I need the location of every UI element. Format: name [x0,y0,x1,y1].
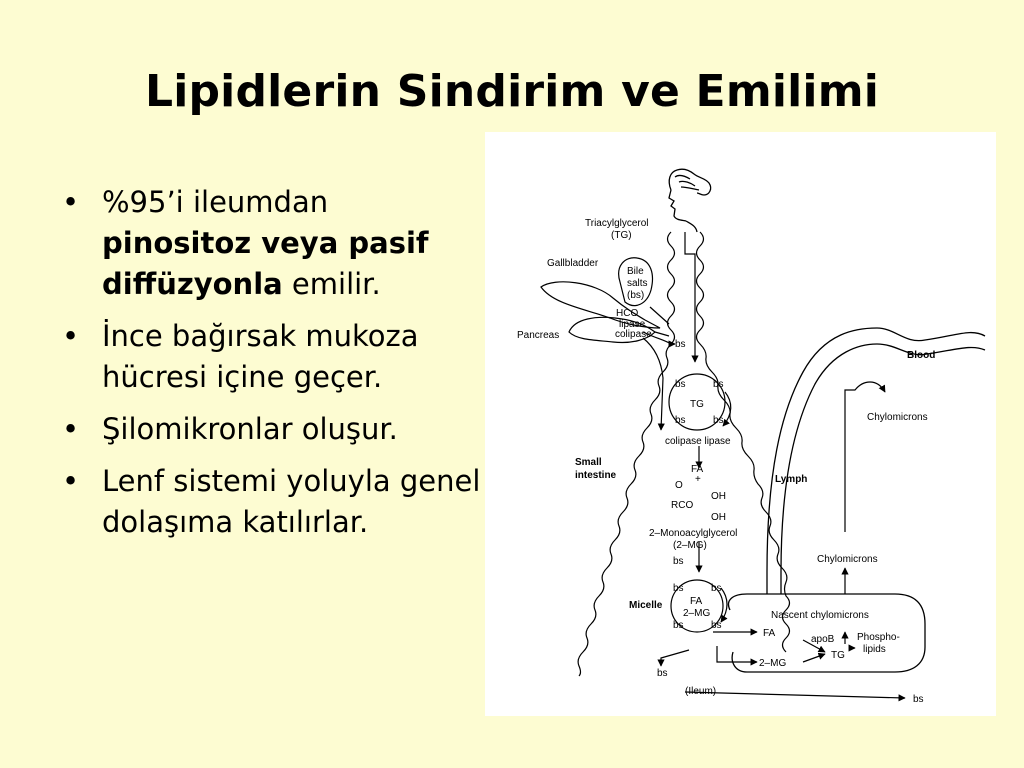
label-oh: OH [711,491,726,502]
label-nascent: Nascent chylomicrons [771,610,869,621]
label-bs: bs [673,556,684,567]
label-lipase: lipase [619,319,646,330]
label-fa: FA [763,628,776,639]
label-pancreas: Pancreas [517,330,559,341]
label-bs: bs [675,339,686,350]
label-colipase-lipase: colipase lipase [665,436,731,447]
label-mg: 2–MG [683,608,710,619]
label-salts: salts [627,278,648,289]
label-hco3: HCO [616,308,638,319]
bullet-item: • Lenf sistemi yoluyla genel dolaşıma ka… [62,461,482,543]
label-bs: bs [675,415,686,426]
label-mg-abbrev: (2–MG) [673,540,707,551]
bullet-text: İnce bağırsak mukoza hücresi içine geçer… [102,319,419,394]
label-monoacylglycerol: 2–Monoacylglycerol [649,528,737,539]
label-bs: bs [675,379,686,390]
label-gallbladder: Gallbladder [547,258,599,269]
label-phospho: Phospho- [857,632,900,643]
lipid-digestion-diagram: Triacylglycerol (TG) Gallbladder Bile sa… [485,132,996,716]
bullet-bold-text: pinositoz veya pasif diffüzyonla [102,226,429,301]
head-icon [668,168,712,233]
bullet-item: • Şilomikronlar oluşur. [62,409,482,450]
pancreas-icon [568,316,670,344]
label-bs: bs [711,620,722,631]
label-bs: bs [711,583,722,594]
label-bs: bs [673,620,684,631]
lymph-vessel-icon [727,327,986,673]
micelle-circle [668,373,732,633]
label-bs: bs [713,379,724,390]
label-small: Small [575,457,602,468]
bullet-list: • %95’i ileumdan pinositoz veya pasif dif… [62,182,482,554]
label-bs-paren: (bs) [627,290,644,301]
bullet-item: • İnce bağırsak mukoza hücresi içine geçe… [62,316,482,398]
flow-arrows [642,232,906,702]
label-tg: TG [831,650,845,661]
intestine-wall-icon [577,231,791,677]
diagram-svg: Triacylglycerol (TG) Gallbladder Bile sa… [517,168,986,705]
label-chylomicrons: Chylomicrons [817,554,878,565]
bullet-marker: • [62,319,80,353]
gallbladder-icon [540,257,670,329]
label-mg: 2–MG [759,658,786,669]
label-colipase: colipase [615,329,652,340]
bullet-marker: • [62,185,80,219]
label-lipids: lipids [863,644,886,655]
bullet-item: • %95’i ileumdan pinositoz veya pasif dif… [62,182,482,305]
label-bs: bs [913,694,924,705]
bullet-marker: • [62,464,80,498]
label-blood: Blood [907,350,935,361]
label-bs: bs [673,583,684,594]
bullet-text: Şilomikronlar oluşur. [102,412,398,446]
label-apob: apoB [811,634,835,645]
bullet-text-end: emilir. [282,267,381,301]
bullet-marker: • [62,412,80,446]
label-tg-abbrev: (TG) [611,230,632,241]
label-plus: + [695,474,701,485]
label-lymph: Lymph [775,474,807,485]
label-triacylglycerol: Triacylglycerol [585,218,649,229]
label-micelle: Micelle [629,600,663,611]
label-bile: Bile [627,266,644,277]
label-bs: bs [713,415,724,426]
label-oh: OH [711,512,726,523]
label-intestine: intestine [575,470,617,481]
label-rco: RCO [671,500,693,511]
label-bs: bs [657,668,668,679]
slide-title: Lipidlerin Sindirim ve Emilimi [144,66,880,117]
label-tg: TG [690,399,704,410]
label-fa: FA [690,596,703,607]
label-chylomicrons: Chylomicrons [867,412,928,423]
label-fa: FA [691,464,704,475]
label-ileum: (Ileum) [685,686,716,697]
bullet-text: %95’i ileumdan [102,185,329,219]
label-o: O [675,480,683,491]
bullet-text: Lenf sistemi yoluyla genel dolaşıma katı… [102,464,481,539]
